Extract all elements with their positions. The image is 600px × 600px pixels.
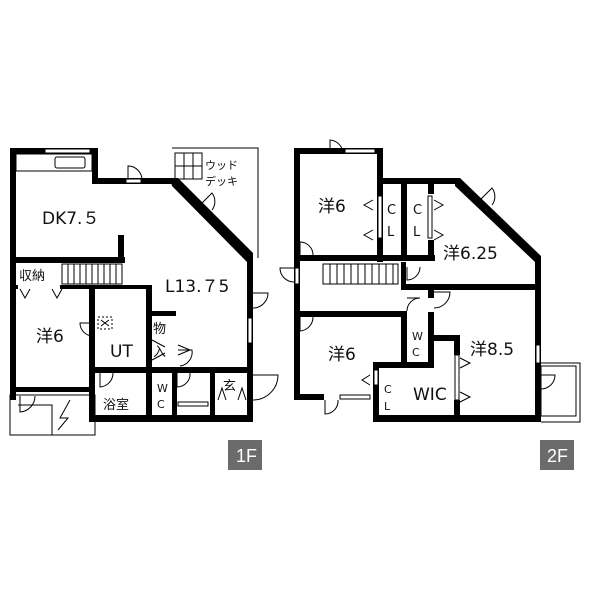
windows-1f	[44, 148, 253, 407]
closet-label-3-c: C	[384, 383, 392, 396]
room-label-closet-2: 入	[153, 345, 166, 360]
closet-label-2-c: C	[413, 203, 422, 218]
room-label-western-se: 洋8.5	[470, 340, 514, 360]
room-label-bath: 浴室	[103, 397, 129, 413]
room-label-western-sw: 洋6	[328, 345, 356, 365]
room-label-entrance: 玄	[223, 379, 236, 394]
room-label-living: L13.７5	[165, 277, 229, 297]
labels-1f: DK7.５ L13.７5 洋6 収納 UT 物 入 浴室 W C 玄 ウッド デ…	[19, 159, 238, 413]
floor-badge-1f-text: 1F	[236, 446, 257, 466]
deck-label-2: デッキ	[205, 174, 238, 188]
doors-1f	[19, 165, 279, 413]
stairs-1f	[61, 263, 123, 285]
room-label-wic: WIC	[413, 385, 447, 405]
floor-2-plan: 洋6 洋6.25 洋6 洋8.5 C L C L C L W C WIC 2F	[279, 139, 581, 470]
floor-badge-2f-text: 2F	[547, 446, 568, 466]
room-label-wc-c: C	[412, 346, 420, 359]
room-label-closet-1: 物	[153, 322, 166, 337]
room-label-utility: UT	[110, 342, 133, 362]
room-label-western: 洋6	[36, 327, 64, 347]
stairs-2f	[322, 263, 399, 285]
closet-label-3-l: L	[384, 400, 391, 413]
deck-label-1: ウッド	[205, 159, 238, 172]
room-label-dk: DK7.５	[42, 209, 99, 229]
floor-1-plan: DK7.５ L13.７5 洋6 収納 UT 物 入 浴室 W C 玄 ウッド デ…	[9, 147, 279, 470]
wood-deck	[172, 147, 259, 258]
closet-label-1-c: C	[387, 203, 396, 218]
room-label-western-nw: 洋6	[318, 197, 346, 217]
room-label-wc-c: C	[157, 398, 165, 411]
windows-2f	[294, 148, 541, 401]
closet-label-2-l: L	[413, 225, 421, 240]
doors-2f	[279, 139, 556, 415]
walls-2f	[294, 148, 541, 422]
labels-2f: 洋6 洋6.25 洋6 洋8.5 C L C L C L W C WIC	[318, 197, 514, 413]
closet-label-1-l: L	[387, 225, 395, 240]
floor-badge-1f	[228, 440, 262, 470]
room-label-wc-w: W	[157, 382, 168, 395]
balcony	[540, 362, 581, 423]
floor-badge-2f	[540, 440, 574, 470]
kitchen-counter	[15, 153, 93, 172]
vent-icon	[97, 316, 113, 330]
porch	[9, 394, 96, 436]
room-label-wc-w: W	[412, 330, 423, 343]
room-label-western-ne: 洋6.25	[443, 244, 498, 264]
room-label-storage: 収納	[19, 269, 45, 284]
